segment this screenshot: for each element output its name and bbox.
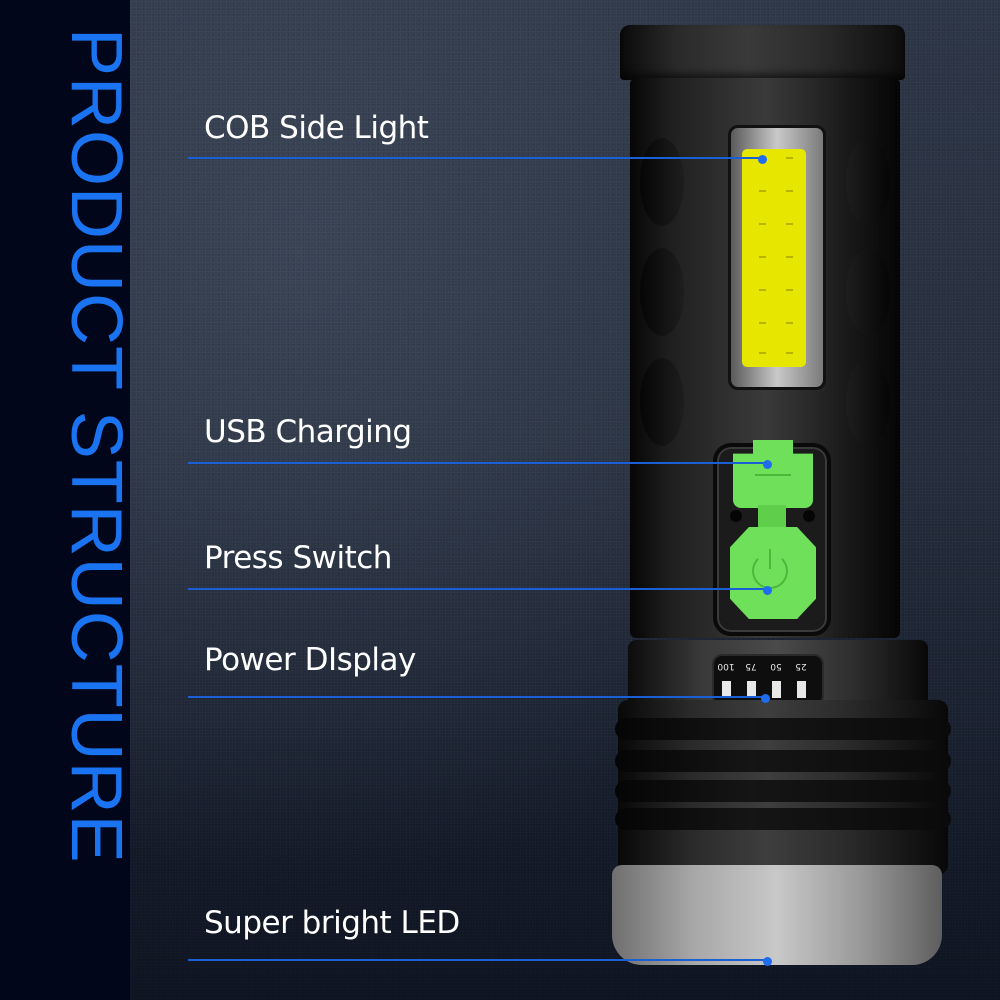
callout-label: Power DIsplay xyxy=(204,642,416,678)
battery-bar xyxy=(772,681,781,698)
screw xyxy=(730,510,742,522)
battery-level-label: 25 xyxy=(795,661,807,671)
tail-cap xyxy=(620,25,905,80)
cob-panel xyxy=(742,149,806,367)
side-strip: PRODUCT STRUCTURE xyxy=(0,0,136,1000)
callout-label: COB Side Light xyxy=(204,110,429,146)
head-ring xyxy=(615,718,951,740)
battery-level-label: 100 xyxy=(717,661,735,671)
callout-line xyxy=(188,588,766,590)
head-ring xyxy=(615,750,951,772)
head-ring xyxy=(615,780,951,802)
callout-dot xyxy=(758,154,767,164)
led-bezel xyxy=(612,865,942,965)
callout-line xyxy=(188,157,762,159)
callout-line xyxy=(188,696,765,698)
head-ring xyxy=(615,808,951,830)
grip-notch xyxy=(640,248,684,336)
callout-dot xyxy=(763,459,772,469)
callout-line xyxy=(188,959,766,961)
battery-level-label: 50 xyxy=(770,661,782,671)
usb-icon xyxy=(755,474,791,476)
grip-notch xyxy=(640,358,684,446)
battery-bar xyxy=(747,681,756,698)
battery-level-label: 75 xyxy=(745,661,757,671)
grip-notch xyxy=(846,138,890,226)
screw xyxy=(803,510,815,522)
battery-bar xyxy=(797,681,806,698)
callout-label: Super bright LED xyxy=(204,905,460,941)
power-icon xyxy=(752,549,788,589)
callout-dot xyxy=(761,693,770,703)
callout-dot xyxy=(763,585,772,595)
grip-notch xyxy=(846,248,890,336)
grip-notch xyxy=(846,358,890,446)
callout-line xyxy=(188,462,766,464)
callout-label: USB Charging xyxy=(204,414,412,450)
callout-dot xyxy=(763,956,772,966)
grip-notch xyxy=(640,138,684,226)
battery-bar xyxy=(722,681,731,698)
page-title: PRODUCT STRUCTURE xyxy=(56,28,136,864)
callout-label: Press Switch xyxy=(204,540,392,576)
